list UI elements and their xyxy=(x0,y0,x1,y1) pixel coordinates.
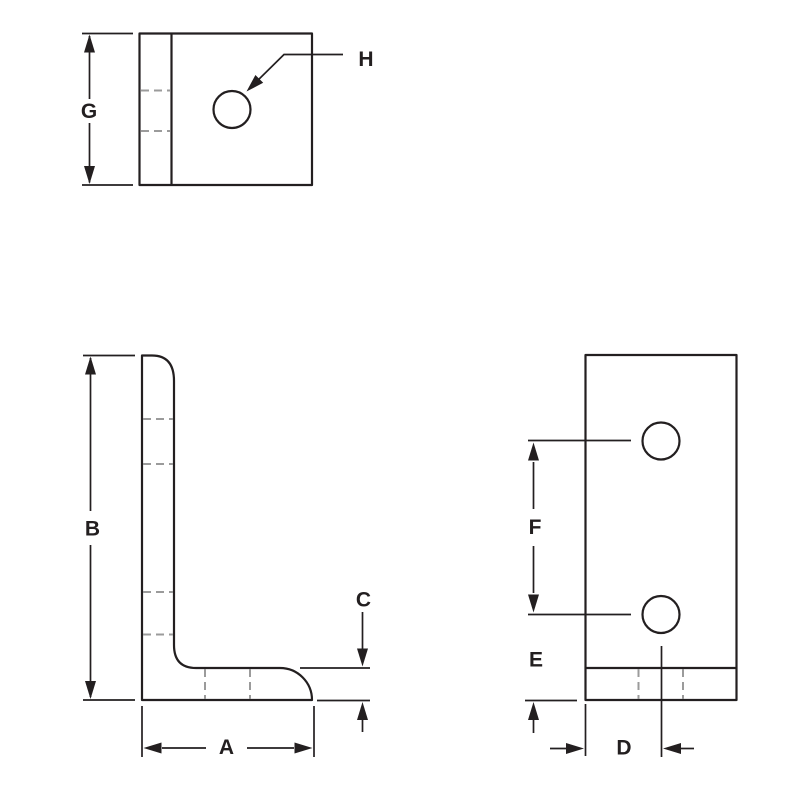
dim-a-arrow-left-icon xyxy=(143,742,162,754)
dimension-a: A xyxy=(141,706,315,759)
dim-g-arrow-down-icon xyxy=(84,166,95,184)
dim-c-label: C xyxy=(356,589,371,612)
callout-h-arrow-icon xyxy=(246,75,264,92)
dim-b-label: B xyxy=(85,518,100,541)
dimension-d: D xyxy=(550,646,694,760)
dim-f-label: F xyxy=(529,516,542,539)
top-view-hole xyxy=(212,89,252,130)
dim-g-label: G xyxy=(81,100,97,123)
side-view-outline xyxy=(140,354,314,702)
dim-c-arrow-down-icon xyxy=(357,648,368,667)
front-view-hole-top xyxy=(641,421,681,461)
callout-h-leader-line xyxy=(248,53,343,90)
dimension-b: B xyxy=(83,354,135,701)
top-view-outline xyxy=(138,32,314,187)
dimension-c: C xyxy=(300,589,371,732)
dim-f-arrow-down-icon xyxy=(528,594,539,613)
dimension-g: G xyxy=(81,32,133,186)
dim-e-label: E xyxy=(529,649,543,672)
dim-g-arrow-up-icon xyxy=(84,34,95,53)
side-view xyxy=(140,354,314,702)
dim-f-arrow-up-icon xyxy=(528,442,539,461)
dim-d-label: D xyxy=(616,737,631,760)
callout-h: H xyxy=(246,48,374,92)
dim-e-arrow-up-icon xyxy=(528,702,539,720)
dim-c-arrow-up-icon xyxy=(357,702,368,720)
dim-b-arrow-up-icon xyxy=(85,356,96,375)
top-view xyxy=(138,32,314,187)
dim-b-arrow-down-icon xyxy=(85,681,96,699)
dim-d-arrow-right-icon xyxy=(566,743,584,754)
dimension-f: F xyxy=(528,439,631,616)
dimension-e: E xyxy=(525,649,577,733)
dim-a-label: A xyxy=(219,736,234,759)
dim-d-arrow-left-icon xyxy=(663,743,681,754)
callout-h-label: H xyxy=(358,48,373,71)
dim-a-arrow-right-icon xyxy=(294,742,313,754)
front-view-hole-bottom xyxy=(641,594,681,635)
